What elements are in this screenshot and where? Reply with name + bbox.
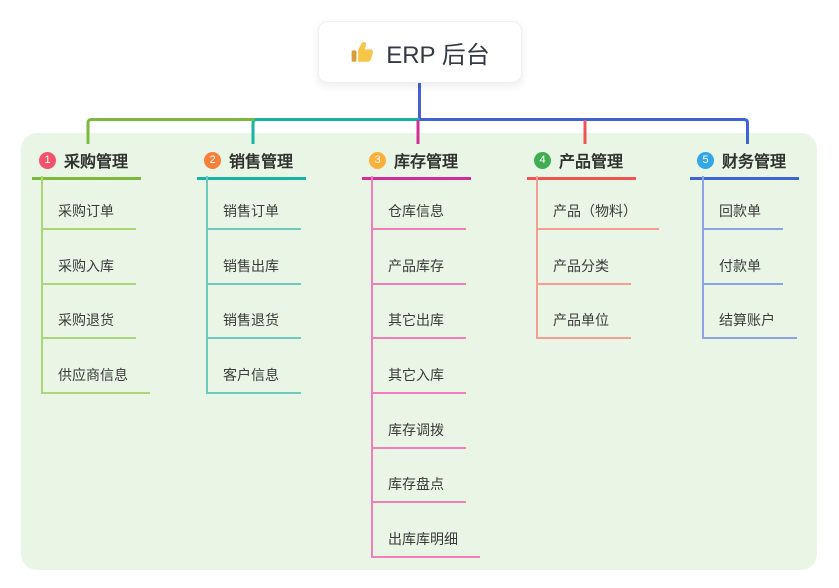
child-item[interactable]: 销售退货 <box>206 310 301 339</box>
branch-badge: 2 <box>204 151 221 169</box>
branch-connector-line <box>41 176 43 394</box>
branch-title-label: 采购管理 <box>64 154 129 171</box>
child-item[interactable]: 销售订单 <box>206 201 301 230</box>
branch-title-label: 库存管理 <box>394 154 459 171</box>
branch-connector-line <box>702 176 704 339</box>
child-item[interactable]: 产品分类 <box>536 256 631 285</box>
child-item[interactable]: 产品库存 <box>371 256 466 285</box>
child-item[interactable]: 产品（物料） <box>536 201 659 230</box>
child-item[interactable]: 其它入库 <box>371 365 466 394</box>
child-item[interactable]: 结算账户 <box>702 310 797 339</box>
branch-connector-line <box>371 176 373 558</box>
branch-title-purchase[interactable]: 1 采购管理 <box>32 148 141 180</box>
branch-connector-line <box>536 176 538 339</box>
child-item[interactable]: 仓库信息 <box>371 201 466 230</box>
child-item[interactable]: 采购订单 <box>41 201 136 230</box>
root-label: ERP 后台 <box>386 41 490 69</box>
child-item[interactable]: 采购退货 <box>41 310 136 339</box>
branch-title-inventory[interactable]: 3 库存管理 <box>362 148 471 180</box>
root-node[interactable]: ERP 后台 <box>318 21 522 83</box>
child-item[interactable]: 产品单位 <box>536 310 631 339</box>
branch-title-label: 产品管理 <box>559 154 624 171</box>
branch-connector-line <box>206 176 208 394</box>
child-item[interactable]: 客户信息 <box>206 365 301 394</box>
branch-badge: 1 <box>39 151 56 169</box>
child-item[interactable]: 付款单 <box>702 256 783 285</box>
branch-badge: 4 <box>534 151 551 169</box>
branches-container <box>21 133 817 570</box>
child-item[interactable]: 回款单 <box>702 201 783 230</box>
child-item[interactable]: 采购入库 <box>41 256 136 285</box>
branch-title-product[interactable]: 4 产品管理 <box>527 148 636 180</box>
branch-title-finance[interactable]: 5 财务管理 <box>690 148 799 180</box>
child-item[interactable]: 库存调拨 <box>371 420 466 449</box>
branch-title-sales[interactable]: 2 销售管理 <box>197 148 306 180</box>
branch-title-label: 财务管理 <box>722 154 787 171</box>
child-item[interactable]: 供应商信息 <box>41 365 150 394</box>
branch-badge: 5 <box>697 151 714 169</box>
child-item[interactable]: 出库库明细 <box>371 529 480 558</box>
child-item[interactable]: 销售出库 <box>206 256 301 285</box>
child-item[interactable]: 库存盘点 <box>371 474 466 503</box>
child-item[interactable]: 其它出库 <box>371 310 466 339</box>
branch-title-label: 销售管理 <box>229 154 294 171</box>
thumbs-up-icon <box>351 42 374 62</box>
branch-badge: 3 <box>369 151 386 169</box>
